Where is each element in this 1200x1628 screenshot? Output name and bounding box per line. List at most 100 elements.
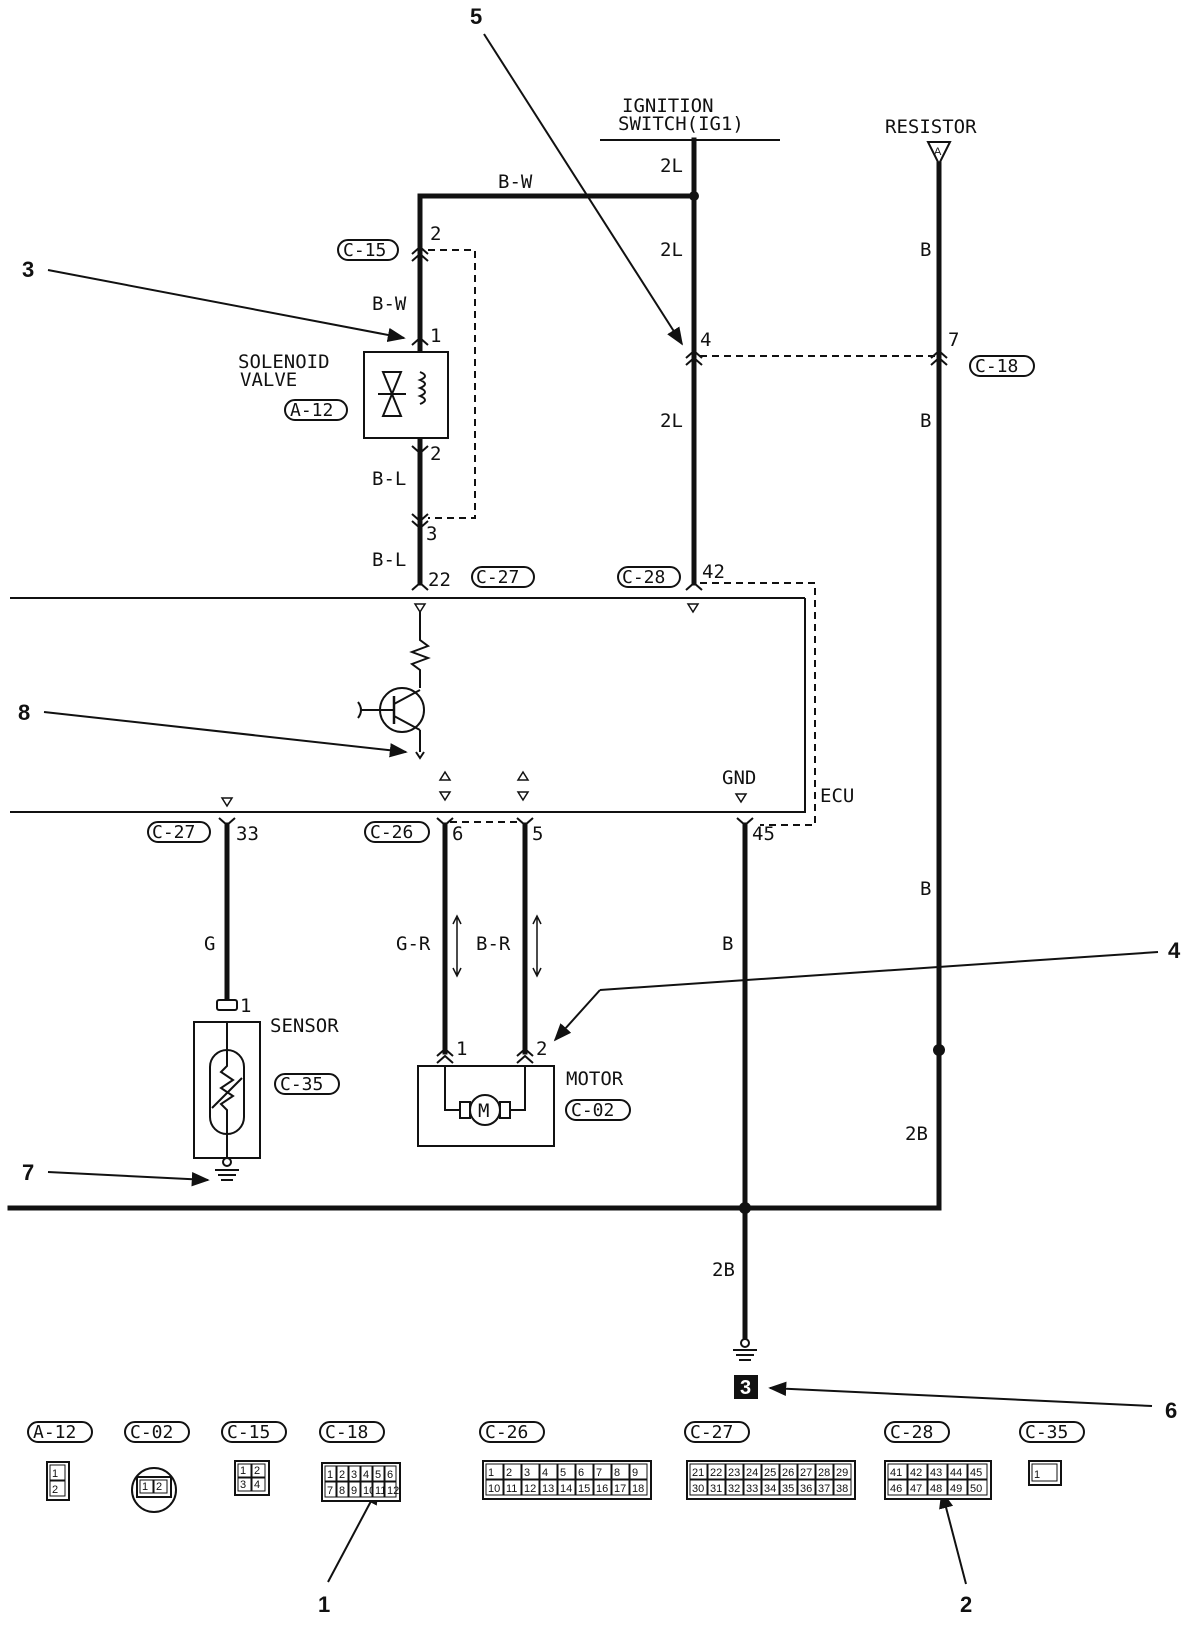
legend-c-28-pin-cell — [927, 1479, 948, 1496]
callout-1-arrow — [327, 1486, 379, 1583]
legend-c-27-pin-cell — [833, 1479, 852, 1496]
legend-c-26-pin-cell — [593, 1479, 612, 1496]
legend-c-26-tag — [479, 1421, 545, 1443]
legend-c-27-pin: 23 — [728, 1467, 740, 1479]
resistor-connector-icon — [926, 141, 952, 167]
legend-c-28-tag — [884, 1421, 950, 1443]
legend-c-26-pin-cell — [521, 1479, 540, 1496]
legend-c-27-pin-cell — [761, 1479, 780, 1496]
legend-c-18-pin: 10 — [363, 1485, 375, 1497]
ecu-pin-marker-6 — [438, 770, 452, 802]
ecu-dashed-outline — [700, 582, 816, 826]
legend-c-27-pin: 38 — [836, 1483, 848, 1495]
legend-c-18-pin-cell — [348, 1481, 361, 1498]
connector-c18-tag — [969, 355, 1035, 377]
ecu-box-outline — [10, 598, 806, 813]
wire-label-b-res-3: B — [920, 878, 931, 900]
legend-c-27-pin-cell — [707, 1479, 726, 1496]
legend-c-27-pin: 36 — [800, 1483, 812, 1495]
legend-c-18-pin-cell — [324, 1481, 337, 1498]
connector-a12-label: A-12 — [290, 400, 333, 421]
pin-motor-1: 1 — [456, 1038, 467, 1060]
callout-3: 3 — [22, 257, 34, 282]
ecu-label: ECU — [820, 785, 854, 807]
pin-c26-5: 5 — [532, 823, 543, 845]
pin-sol-1: 1 — [430, 325, 441, 347]
motor-lead-2 — [505, 1066, 526, 1111]
legend-c-28-pin: 44 — [950, 1467, 962, 1479]
legend-c-27-pin: 21 — [692, 1467, 704, 1479]
sensor-label: SENSOR — [270, 1015, 339, 1037]
ecu-pin-marker-5 — [516, 770, 530, 802]
legend-c-18-pin: 12 — [387, 1485, 399, 1497]
legend-c-18-pin-cell — [336, 1481, 349, 1498]
pin-c28-42: 42 — [702, 561, 725, 583]
legend-c-27-pin-cell — [725, 1463, 744, 1480]
motor-lead-1 — [444, 1066, 465, 1111]
legend-c-15-pin: 4 — [254, 1479, 260, 1491]
legend-c-35-tag — [1019, 1421, 1085, 1443]
legend-c-26-pin-cell — [521, 1463, 540, 1480]
legend-c-26-pin-cell — [503, 1479, 522, 1496]
legend-c-27-label: C-27 — [690, 1422, 733, 1443]
legend-c-18-pin: 3 — [351, 1469, 357, 1481]
legend-c-28-label: C-28 — [890, 1422, 933, 1443]
legend-c-28-pin-cell — [887, 1479, 908, 1496]
wire-label-b-gnd: B — [722, 933, 733, 955]
pin-c18-7: 7 — [948, 329, 959, 351]
junction-dot-resistor — [933, 1044, 945, 1056]
legend-c-27-pin-cell — [743, 1463, 762, 1480]
legend-c-02-tag — [124, 1421, 190, 1443]
legend-c-28-pin: 41 — [890, 1467, 902, 1479]
legend-c-27-pin: 28 — [818, 1467, 830, 1479]
legend-c-26-pin: 9 — [632, 1467, 638, 1479]
legend-c-26-pin: 15 — [578, 1483, 590, 1495]
legend-c-27-pin-cell — [797, 1463, 816, 1480]
legend-a-12-tag — [27, 1421, 93, 1443]
legend-c-26-pin-cell — [611, 1479, 630, 1496]
legend-c-15-pin-cell — [237, 1477, 252, 1492]
wire-label-b-w-top: B-W — [498, 171, 533, 193]
connector-mark-motor-1 — [436, 1047, 454, 1064]
wire-label-2l-3: 2L — [660, 410, 683, 432]
ignition-label-line2: SWITCH(IG1) — [618, 113, 744, 135]
wire-b-w — [417, 193, 697, 586]
connector-c28-tag — [617, 566, 681, 588]
callout-5-arrow — [483, 33, 683, 346]
resistor-label: RESISTOR — [885, 116, 977, 138]
legend-a-12-pin: 1 — [52, 1468, 58, 1480]
wire-label-b-res-2: B — [920, 410, 931, 432]
legend-c-26-pin: 13 — [542, 1483, 554, 1495]
legend-a-12-label: A-12 — [33, 1422, 76, 1443]
legend-c-26-pin: 3 — [524, 1467, 530, 1479]
legend-c-27-pin-cell — [707, 1463, 726, 1480]
connector-mark-sol-2 — [411, 445, 429, 455]
legend-c-02-label: C-02 — [130, 1422, 173, 1443]
ecu-pin-marker-42 — [686, 603, 700, 614]
legend-c-27-tag — [684, 1421, 750, 1443]
connector-c15-label: C-15 — [343, 240, 386, 261]
ground-point-badge — [734, 1375, 758, 1399]
legend-c-26-pin: 10 — [488, 1483, 500, 1495]
junction-dot-ground — [739, 1202, 751, 1214]
motor-icon — [469, 1094, 501, 1126]
legend-c-18-pin: 6 — [387, 1469, 393, 1481]
connector-c35-label: C-35 — [280, 1074, 323, 1095]
legend-c-27-pin: 26 — [782, 1467, 794, 1479]
legend-c-18-pin-cell — [372, 1481, 385, 1498]
connector-c26-label: C-26 — [370, 822, 413, 843]
legend-c-15-pin: 2 — [254, 1465, 260, 1477]
connector-c02-label: C-02 — [571, 1100, 614, 1121]
legend-c-18-pin-cell — [336, 1465, 349, 1482]
legend-c-27-pin-cell — [761, 1463, 780, 1480]
legend-c-15-pin-cell — [237, 1463, 252, 1478]
motor-brush-left — [459, 1101, 471, 1119]
legend-c-26-pin-cell — [629, 1479, 648, 1496]
legend-c-28-pin-cell — [907, 1463, 928, 1480]
legend-c-26-pin-cell — [575, 1463, 594, 1480]
legend-c-27-pin: 34 — [764, 1483, 776, 1495]
ground-point-label: 3 — [740, 1377, 751, 1399]
pin-c15-2: 2 — [430, 223, 441, 245]
current-direction-arrow-2 — [532, 914, 542, 978]
legend-c-15-pin: 1 — [240, 1465, 246, 1477]
